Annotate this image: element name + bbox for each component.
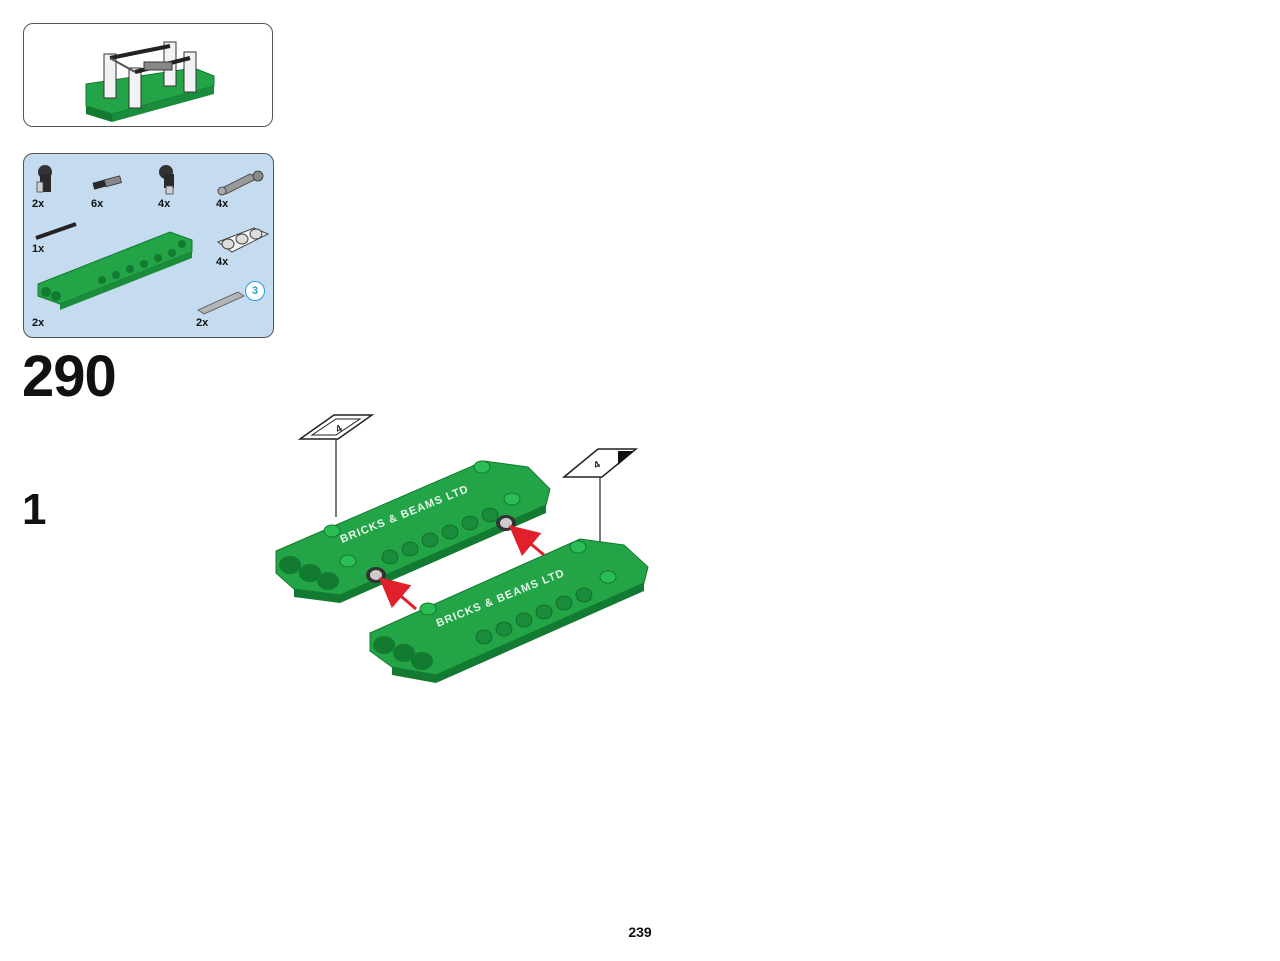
build-preview-box	[23, 23, 273, 127]
insert-arrow-right	[508, 525, 545, 557]
thick-liftarm-icon	[216, 227, 270, 253]
sticker-count-left: 4	[334, 423, 345, 436]
part-qty: 4x	[216, 256, 229, 268]
part-qty: 2x	[196, 317, 209, 329]
panel-plate-icon	[37, 231, 193, 310]
substep-number: 1	[22, 485, 47, 534]
submodel-preview-image	[85, 41, 215, 122]
pin-right	[496, 515, 516, 531]
angle-connector-icon	[159, 165, 174, 195]
parts-list-box: 2x 6x 4x 4x 1x 4x 2x	[23, 153, 274, 338]
pin-left	[366, 567, 386, 583]
axle-pin-icon	[92, 175, 122, 190]
axle-icon	[35, 222, 77, 240]
page-number: 239	[628, 924, 652, 940]
axle-pin-connector-icon	[36, 165, 52, 193]
part-qty: 4x	[158, 198, 171, 210]
assembly-illustration: 4 4 BRICKS & BEAMS LTD	[275, 414, 649, 683]
part-qty: 1x	[32, 243, 45, 255]
upper-green-panel: BRICKS & BEAMS LTD	[275, 460, 551, 603]
part-qty: 6x	[91, 198, 104, 210]
part-qty: 2x	[32, 317, 45, 329]
step-number: 290	[22, 344, 117, 409]
axle-length-badge: 3	[245, 281, 265, 301]
part-qty: 4x	[216, 198, 229, 210]
part-qty: 2x	[32, 198, 45, 210]
insert-arrow-left	[378, 577, 417, 611]
long-pin-icon	[217, 170, 264, 196]
sticker-callout-right: 4	[561, 448, 639, 545]
sticker-count-right: 4	[592, 459, 603, 472]
axle-rod-icon	[197, 291, 245, 315]
sticker-callout-left: 4	[297, 414, 375, 517]
